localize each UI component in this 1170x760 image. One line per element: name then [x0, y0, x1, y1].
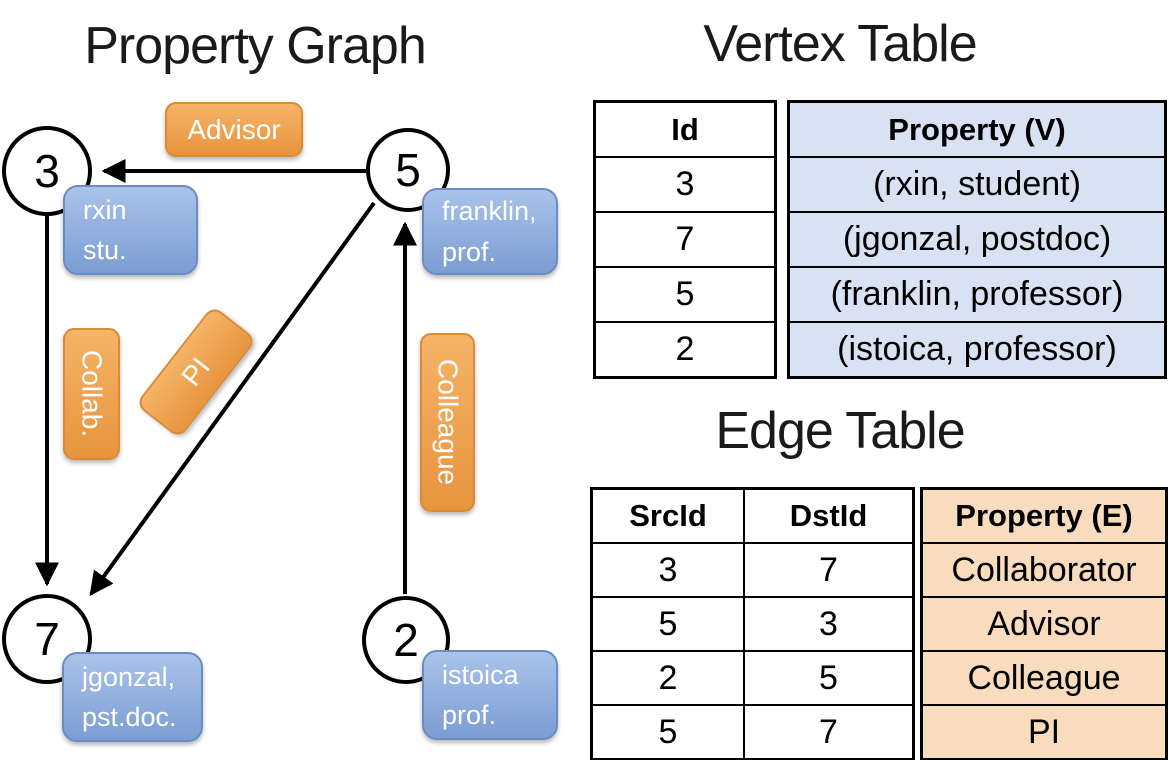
vertex-table-cell-property: (franklin, professor)	[790, 266, 1164, 321]
vertex-property-label-7: jgonzal, pst.doc.	[62, 652, 203, 742]
edge-table-cell-srcid: 3	[593, 542, 743, 596]
edge-label-collab: Collab.	[63, 328, 120, 460]
edge-table-header-dstid: DstId	[743, 490, 912, 542]
vertex-table-cell-id: 2	[596, 321, 774, 376]
edge-table-cell-property: PI	[923, 704, 1165, 758]
vertex-table-cell-id: 7	[596, 211, 774, 266]
edge-table-title: Edge Table	[715, 402, 965, 460]
vertex-table-cell-id: 5	[596, 266, 774, 321]
vertex-property-line: prof.	[442, 236, 497, 267]
vertex-table-cell-id: 3	[596, 156, 774, 211]
edge-table-cell-property: Colleague	[923, 650, 1165, 704]
vertex-property-line: prof.	[442, 700, 497, 730]
vertex-property-line: istoica	[442, 659, 519, 690]
edge-table-cell-dstid: 7	[743, 704, 912, 758]
vertex-property-line: jgonzal,	[82, 661, 176, 692]
graph-edges	[35, 159, 417, 596]
vertex-property-line: pst.doc.	[82, 702, 177, 732]
edge-table-cell-property: Collaborator	[923, 542, 1165, 596]
vertex-table-property-column: Property (V) (rxin, student) (jgonzal, p…	[787, 100, 1167, 379]
edge-table-header-srcid: SrcId	[629, 498, 707, 533]
edge-table-id-columns: SrcId DstId 3 7 5 3 2 5 5 7	[590, 487, 915, 760]
graph-node-3: 3	[2, 126, 92, 216]
edge-table-cell-dstid: 7	[743, 542, 912, 596]
graph-node-5: 5	[366, 128, 450, 212]
edge-pi-5-to-7	[89, 201, 376, 596]
vertex-property-label-3: rxin stu.	[63, 185, 198, 275]
edge-table-property-column: Property (E) Collaborator Advisor Collea…	[920, 487, 1168, 760]
edge-table-cell-dstid: 3	[743, 596, 912, 650]
vertex-table-title: Vertex Table	[703, 15, 977, 73]
vertex-property-line: franklin,	[442, 196, 537, 226]
vertex-property-line: rxin	[83, 194, 127, 225]
vertex-table-cell-property: (istoica, professor)	[790, 321, 1164, 376]
edge-label-advisor: Advisor	[165, 102, 303, 157]
vertex-table-cell-property: (jgonzal, postdoc)	[790, 211, 1164, 266]
vertex-table-header-property: Property (V)	[790, 103, 1164, 156]
edge-table-cell-srcid: 5	[593, 596, 743, 650]
vertex-table-header-id: Id	[671, 111, 699, 147]
edge-table-cell-srcid: 2	[593, 650, 743, 704]
edge-table-cell-srcid: 5	[593, 704, 743, 758]
vertex-table-cell-property: (rxin, student)	[790, 156, 1164, 211]
edge-table-cell-property: Advisor	[923, 596, 1165, 650]
edge-table-header-property: Property (E)	[923, 490, 1165, 542]
edge-label-colleague: Colleague	[420, 333, 475, 512]
edge-table-cell-dstid: 5	[743, 650, 912, 704]
vertex-property-label-5: franklin, prof.	[422, 188, 558, 275]
vertex-property-label-2: istoica prof.	[422, 650, 558, 740]
vertex-table-id-column: Id 3 7 5 2	[593, 100, 777, 379]
property-graph-title: Property Graph	[84, 17, 427, 75]
vertex-property-line: stu.	[83, 235, 127, 265]
